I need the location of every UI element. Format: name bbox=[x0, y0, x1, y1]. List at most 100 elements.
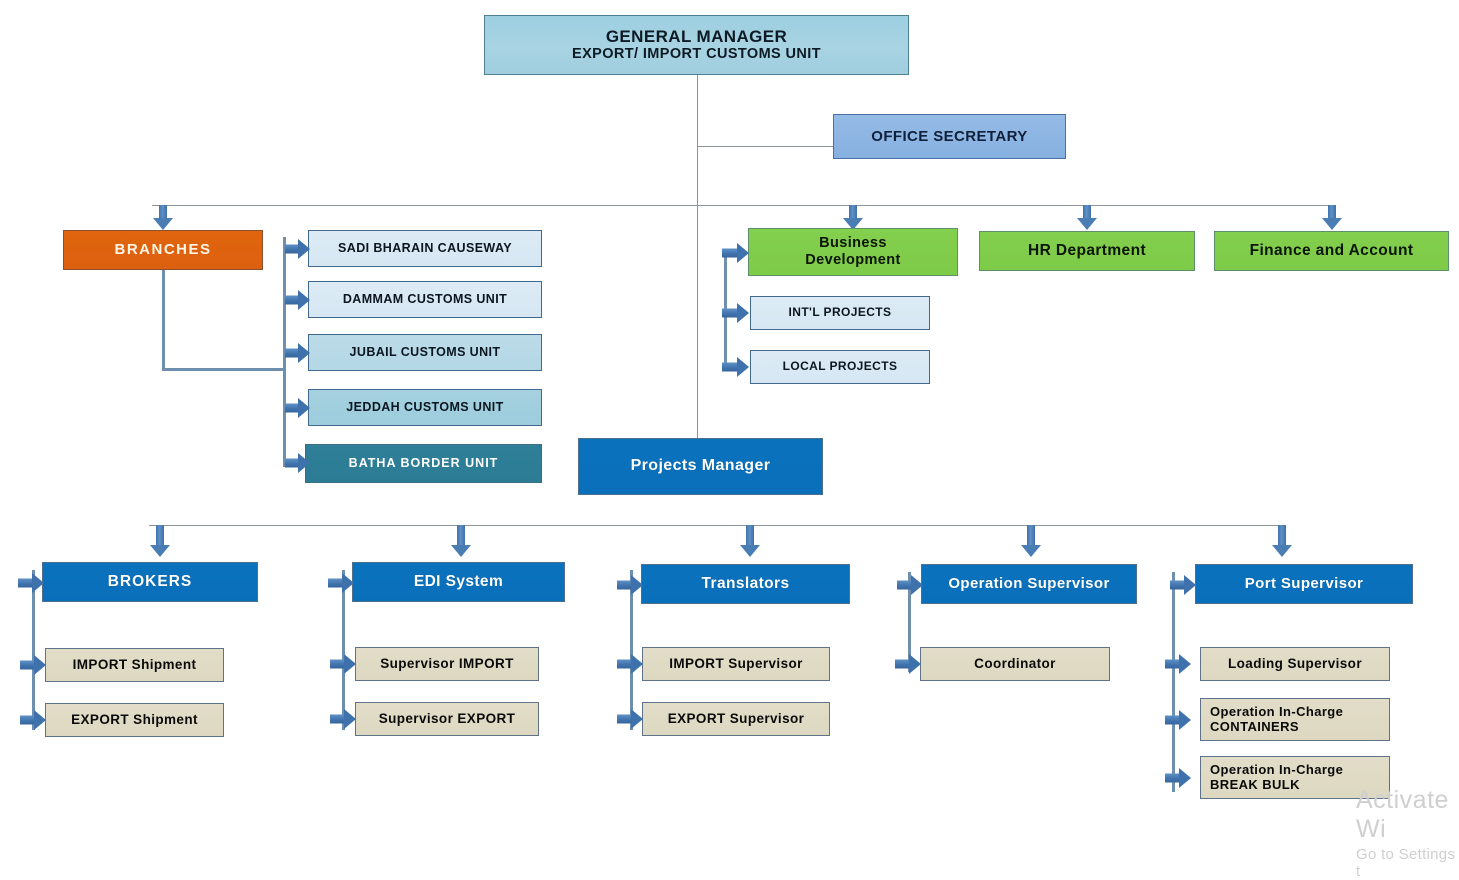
arrow-down-operation-0 bbox=[150, 525, 170, 557]
general-manager-title: GENERAL MANAGER bbox=[605, 26, 788, 46]
connector-spine-operation-3 bbox=[908, 572, 911, 672]
arrow-right-business-project-1 bbox=[722, 356, 749, 378]
node-general-manager[interactable]: GENERAL MANAGER EXPORT/ IMPORT CUSTOMS U… bbox=[484, 15, 909, 75]
node-operation-2-child-0[interactable]: IMPORT Supervisor bbox=[642, 647, 830, 681]
node-operation-2-child-1[interactable]: EXPORT Supervisor bbox=[642, 702, 830, 736]
node-business-development[interactable]: Business Development bbox=[748, 228, 958, 276]
operation-child-label: EXPORT Shipment bbox=[71, 712, 198, 728]
arrow-right-operation-1-child-1 bbox=[330, 708, 356, 730]
arrow-right-branch-unit-0 bbox=[285, 238, 310, 260]
arrow-right-operation-1-child-0 bbox=[330, 653, 356, 675]
windows-activation-watermark: Activate Wi Go to Settings t bbox=[1356, 786, 1459, 880]
connector-spine-operation-1 bbox=[342, 570, 345, 730]
node-branch-unit-3[interactable]: JEDDAH CUSTOMS UNIT bbox=[308, 389, 542, 426]
arrow-down-operation-4 bbox=[1272, 525, 1292, 557]
node-operation-3[interactable]: Operation Supervisor bbox=[921, 564, 1137, 604]
operation-label: Port Supervisor bbox=[1244, 575, 1364, 593]
business-development-line1: Business bbox=[819, 235, 887, 252]
branch-unit-label: JUBAIL CUSTOMS UNIT bbox=[349, 345, 501, 360]
projects-manager-label: Projects Manager bbox=[630, 457, 771, 475]
node-operation-1-child-0[interactable]: Supervisor IMPORT bbox=[355, 647, 539, 681]
node-operation-0-child-1[interactable]: EXPORT Shipment bbox=[45, 703, 224, 737]
node-operation-3-child-0[interactable]: Coordinator bbox=[920, 647, 1110, 681]
operation-child-label: Loading Supervisor bbox=[1228, 656, 1362, 672]
node-branches[interactable]: BRANCHES bbox=[63, 230, 263, 270]
node-branch-unit-1[interactable]: DAMMAM CUSTOMS UNIT bbox=[308, 281, 542, 318]
arrow-right-business-development bbox=[722, 242, 749, 264]
node-operation-0[interactable]: BROKERS bbox=[42, 562, 258, 602]
node-finance-and-account[interactable]: Finance and Account bbox=[1214, 231, 1449, 271]
node-projects-manager[interactable]: Projects Manager bbox=[578, 438, 823, 495]
connector-gm-stem bbox=[697, 75, 698, 438]
node-branch-unit-0[interactable]: SADI BHARAIN CAUSEWAY bbox=[308, 230, 542, 267]
arrow-right-operation-0-child-0 bbox=[20, 654, 46, 676]
arrow-down-hr-department bbox=[1077, 205, 1097, 230]
business-project-label: INT'L PROJECTS bbox=[788, 305, 892, 320]
arrow-down-finance-account bbox=[1322, 205, 1342, 230]
arrow-down-operation-1 bbox=[451, 525, 471, 557]
office-secretary-label: OFFICE SECRETARY bbox=[871, 127, 1028, 145]
arrow-right-operation-0-child-1 bbox=[20, 709, 46, 731]
node-operation-1[interactable]: EDI System bbox=[352, 562, 565, 602]
arrow-right-operation-2 bbox=[617, 574, 643, 596]
arrow-right-branch-unit-1 bbox=[285, 289, 310, 311]
node-operation-4-child-2[interactable]: Operation In-Charge BREAK BULK bbox=[1200, 756, 1390, 799]
arrow-right-branch-unit-4 bbox=[285, 452, 310, 474]
operation-label: BROKERS bbox=[107, 573, 193, 591]
arrow-right-branch-unit-3 bbox=[285, 397, 310, 419]
node-operation-4[interactable]: Port Supervisor bbox=[1195, 564, 1413, 604]
node-operation-1-child-1[interactable]: Supervisor EXPORT bbox=[355, 702, 539, 736]
connector-branches-to-spine bbox=[162, 368, 284, 371]
node-operation-4-child-0[interactable]: Loading Supervisor bbox=[1200, 647, 1390, 681]
arrow-right-operation-4 bbox=[1170, 574, 1196, 596]
operation-child-label: Coordinator bbox=[974, 656, 1056, 672]
hr-department-label: HR Department bbox=[1027, 242, 1147, 260]
arrow-right-operation-4-child-1 bbox=[1165, 709, 1191, 731]
branch-unit-label: JEDDAH CUSTOMS UNIT bbox=[346, 400, 504, 415]
arrow-right-operation-3 bbox=[897, 574, 923, 596]
business-development-line2: Development bbox=[805, 252, 901, 268]
node-branch-unit-4[interactable]: BATHA BORDER UNIT bbox=[305, 444, 542, 483]
arrow-right-operation-1 bbox=[328, 572, 354, 594]
org-chart-canvas: GENERAL MANAGER EXPORT/ IMPORT CUSTOMS U… bbox=[18, 15, 1455, 880]
branch-unit-label: DAMMAM CUSTOMS UNIT bbox=[342, 292, 508, 307]
arrow-down-business-development bbox=[843, 205, 863, 230]
node-branch-unit-2[interactable]: JUBAIL CUSTOMS UNIT bbox=[308, 334, 542, 371]
operation-label: Translators bbox=[701, 575, 790, 593]
arrow-right-operation-3-child-0 bbox=[895, 653, 921, 675]
operation-label: EDI System bbox=[413, 573, 504, 591]
operation-child-label: IMPORT Shipment bbox=[72, 657, 197, 673]
connector-spine-operation-0 bbox=[32, 570, 35, 730]
arrow-right-operation-2-child-0 bbox=[617, 653, 643, 675]
node-operation-4-child-1[interactable]: Operation In-Charge CONTAINERS bbox=[1200, 698, 1390, 741]
connector-spine-operation-2 bbox=[630, 570, 633, 730]
watermark-line2: Go to Settings t bbox=[1356, 846, 1456, 880]
operation-child-label: IMPORT Supervisor bbox=[669, 656, 803, 672]
node-operation-2[interactable]: Translators bbox=[641, 564, 850, 604]
operation-child-label: Supervisor EXPORT bbox=[378, 711, 516, 727]
node-office-secretary[interactable]: OFFICE SECRETARY bbox=[833, 114, 1066, 159]
arrow-right-business-project-0 bbox=[722, 302, 749, 324]
connector-branches-drop bbox=[162, 270, 165, 370]
node-operation-0-child-0[interactable]: IMPORT Shipment bbox=[45, 648, 224, 682]
arrow-right-branch-unit-2 bbox=[285, 342, 310, 364]
arrow-down-operation-3 bbox=[1021, 525, 1041, 557]
connector-top-bus bbox=[152, 205, 1332, 206]
node-business-project-1[interactable]: LOCAL PROJECTS bbox=[750, 350, 930, 384]
operation-child-line2: CONTAINERS bbox=[1210, 718, 1299, 734]
node-business-project-0[interactable]: INT'L PROJECTS bbox=[750, 296, 930, 330]
arrow-right-operation-4-child-2 bbox=[1165, 767, 1191, 789]
arrow-down-operation-2 bbox=[740, 525, 760, 557]
connector-branch-spine bbox=[283, 237, 286, 467]
operation-child-label: Supervisor IMPORT bbox=[380, 656, 514, 672]
general-manager-subtitle: EXPORT/ IMPORT CUSTOMS UNIT bbox=[572, 46, 821, 63]
branches-label: BRANCHES bbox=[114, 241, 212, 259]
operation-child-line2: BREAK BULK bbox=[1210, 776, 1300, 792]
operation-child-label: EXPORT Supervisor bbox=[667, 711, 805, 727]
operation-child-line1: Operation In-Charge bbox=[1210, 761, 1344, 777]
connector-secretary-elbow bbox=[697, 146, 833, 147]
node-hr-department[interactable]: HR Department bbox=[979, 231, 1195, 271]
branch-unit-label: BATHA BORDER UNIT bbox=[348, 456, 499, 471]
arrow-right-operation-4-child-0 bbox=[1165, 653, 1191, 675]
arrow-down-branches bbox=[153, 205, 173, 230]
